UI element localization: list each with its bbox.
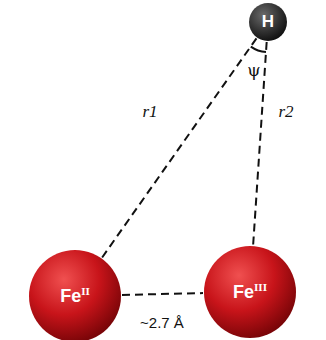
atom-symbol: FeIII	[233, 281, 267, 303]
sphere-body	[249, 3, 287, 41]
atom-symbol: FeII	[60, 285, 90, 307]
iron-atom: FeII	[29, 250, 121, 340]
dashed-distance-line	[102, 38, 256, 257]
distance-label: r2	[278, 102, 293, 122]
element-symbol: H	[262, 12, 274, 31]
hydrogen-atom: H	[249, 3, 287, 41]
sphere-body	[29, 250, 121, 340]
element-symbol: Fe	[60, 286, 81, 306]
oxidation-state: III	[254, 281, 267, 293]
distance-label: ~2.7 Å	[140, 314, 184, 331]
iron-atom: FeIII	[204, 246, 296, 338]
angle-label: ψ	[247, 60, 260, 80]
distance-label: r1	[142, 102, 157, 122]
atom-symbol: H	[262, 12, 274, 32]
element-symbol: Fe	[233, 282, 254, 302]
angle-arc	[251, 47, 266, 52]
oxidation-state: II	[81, 285, 90, 297]
dashed-distance-line	[122, 293, 203, 295]
sphere-body	[204, 246, 296, 338]
